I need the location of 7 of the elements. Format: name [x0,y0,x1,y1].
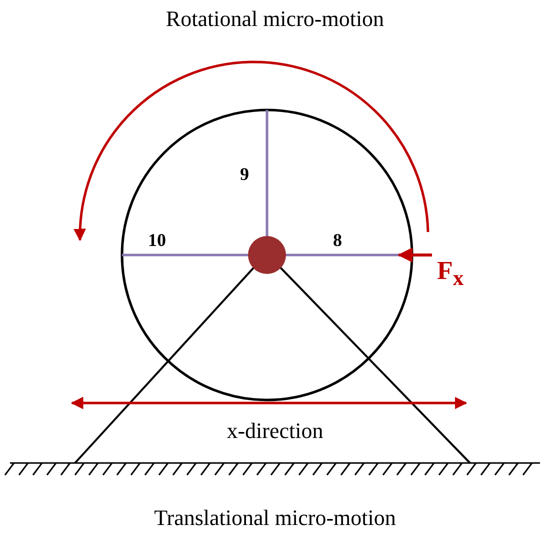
title: Rotational micro-motion [164,8,386,30]
callout-number: 8 [333,231,342,249]
caption: Translational micro-motion [153,507,397,529]
force-label: F$_{x}$ [437,258,464,290]
callout-number: 9 [240,165,249,183]
axis-label: x-direction [226,420,324,442]
callout-number: 10 [148,231,166,249]
